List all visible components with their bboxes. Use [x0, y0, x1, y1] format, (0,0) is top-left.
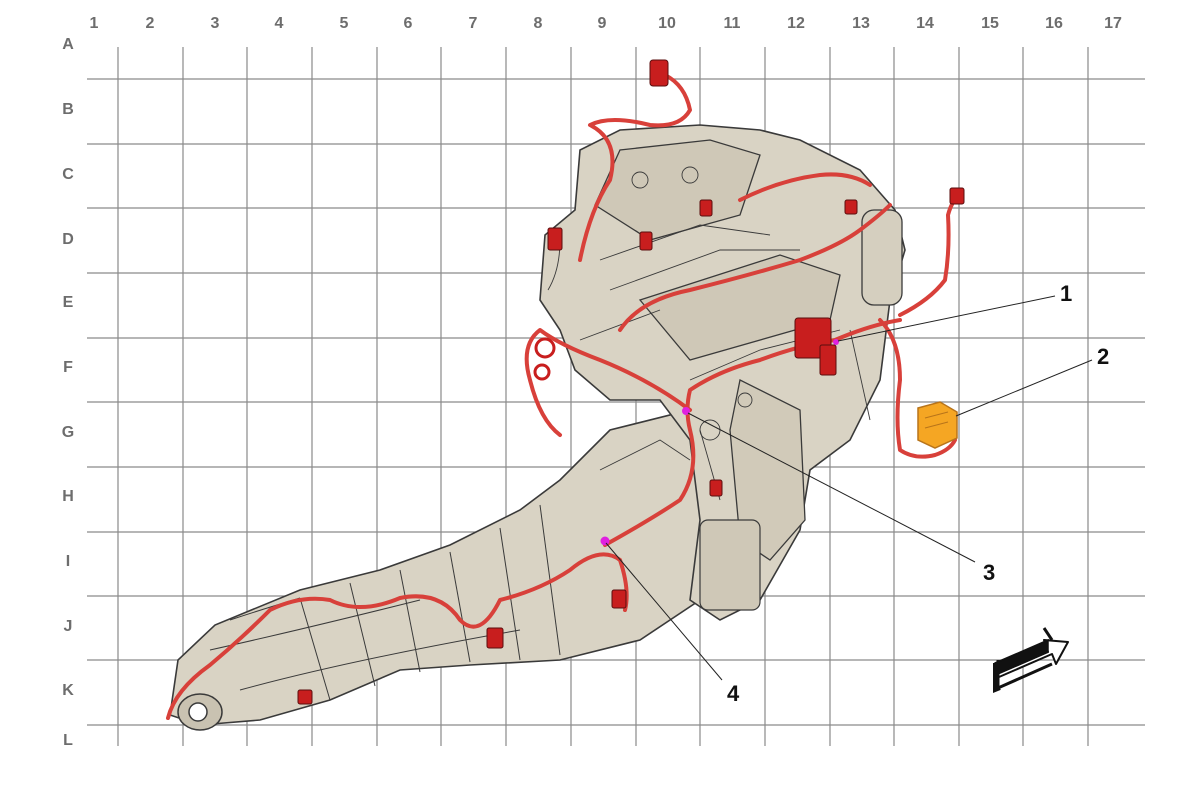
- grid-row-label: K: [62, 682, 74, 699]
- grid-column-label: 14: [916, 15, 934, 32]
- highlighted-module: [917, 401, 958, 449]
- grid-column-label: 15: [981, 15, 999, 32]
- harness-far-right: [898, 193, 962, 317]
- leader-line-4: [605, 542, 723, 681]
- connector-trans: [486, 627, 504, 649]
- connector-tail: [297, 689, 313, 705]
- grid-column-label: 12: [787, 15, 805, 32]
- intake-manifold: [638, 254, 841, 361]
- marker-1: [833, 339, 839, 345]
- wiring-harness: [166, 73, 962, 720]
- leader-line-1: [837, 295, 1056, 342]
- grid-column-label: 11: [723, 15, 741, 32]
- exhaust-manifold: [729, 379, 806, 561]
- grid-column-label: 13: [852, 15, 870, 32]
- harness-connectors: [297, 59, 965, 705]
- harness-mid-branch: [738, 172, 872, 202]
- output-flange: [188, 702, 208, 722]
- grid-row-label: B: [62, 101, 74, 118]
- connector-side: [819, 344, 837, 376]
- callout-3: 3: [983, 560, 996, 585]
- grid-column-label: 7: [468, 15, 478, 32]
- connector-sensor: [844, 199, 858, 215]
- callout-4: 4: [727, 681, 740, 706]
- grid-row-label: E: [62, 294, 74, 311]
- connector-round-2: [533, 363, 551, 381]
- harness-upper-loop: [578, 73, 692, 262]
- connector-round: [534, 337, 556, 359]
- grid-column-label: 2: [145, 15, 155, 32]
- connector-small: [709, 479, 723, 497]
- callout-2: 2: [1097, 344, 1110, 369]
- front-direction-arrow-icon: [993, 627, 1069, 693]
- leader-line-2: [955, 359, 1093, 417]
- grid-column-label: 3: [210, 15, 220, 32]
- grid-row-label: L: [63, 732, 73, 749]
- leader-lines: [605, 295, 1093, 681]
- harness-top-branch: [618, 203, 892, 332]
- grid-column-label: 9: [597, 15, 607, 32]
- harness-right-branch: [878, 318, 957, 459]
- harness-main-trunk: [166, 552, 629, 720]
- harness-left-loop: [524, 328, 692, 437]
- grid-row-label: C: [62, 166, 74, 183]
- engine-transmission-assembly: [169, 124, 906, 731]
- grid-column-label: 10: [658, 15, 676, 32]
- grid-row-label: J: [63, 618, 73, 635]
- grid-row-label: G: [61, 424, 75, 441]
- grid-column-label: 4: [274, 15, 284, 32]
- engine-detail-lines: [547, 166, 871, 501]
- grid-row-label: H: [62, 488, 74, 505]
- grid-column-label: 8: [533, 15, 543, 32]
- connector-far-right: [949, 187, 965, 205]
- grid-column-label: 17: [1104, 15, 1122, 32]
- transmission-housing: [169, 409, 721, 726]
- grid-column-label: 5: [339, 15, 349, 32]
- connector-lower: [611, 589, 627, 609]
- grid-row-label: D: [62, 231, 74, 248]
- marker-4: [600, 536, 610, 546]
- connector-injector: [639, 231, 653, 251]
- grid-row-label: F: [63, 359, 73, 376]
- connector-left: [547, 227, 563, 251]
- grid-row-label: I: [65, 553, 71, 570]
- bellhousing-cover: [699, 519, 761, 611]
- leader-line-3: [687, 412, 976, 563]
- grid-column-label: 16: [1045, 15, 1063, 32]
- grid-column-label: 6: [403, 15, 413, 32]
- grid-row-label: A: [62, 36, 74, 53]
- grid-column-label: 1: [89, 15, 99, 32]
- connector-injector-2: [699, 199, 713, 217]
- callout-1: 1: [1060, 281, 1073, 306]
- connector-top: [649, 59, 669, 87]
